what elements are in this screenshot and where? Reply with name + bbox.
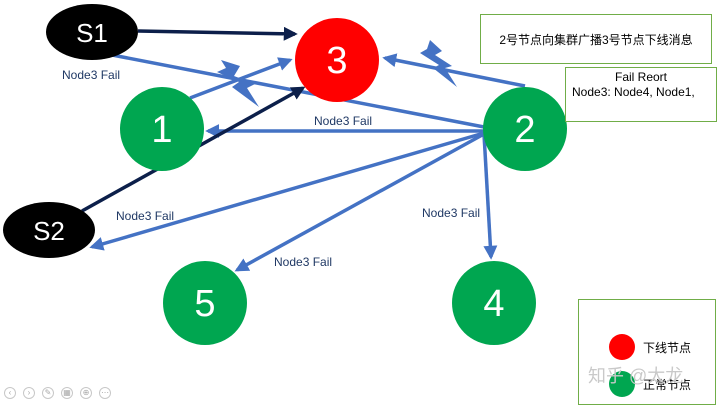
server-s1-shape xyxy=(46,4,138,60)
pen-tool-icon[interactable]: ✎ xyxy=(42,387,54,399)
node-3-circle xyxy=(295,18,379,102)
edge-label-to-n5: Node3 Fail xyxy=(274,255,332,269)
node-1[interactable]: 1 xyxy=(120,87,204,171)
node-5-label: 5 xyxy=(194,283,215,325)
node-4[interactable]: 4 xyxy=(452,261,536,345)
edge-n2-to-s1 xyxy=(73,43,485,129)
edge-n2-to-n3 xyxy=(382,53,526,88)
next-slide-icon[interactable]: › xyxy=(23,387,35,399)
server-s1-label: S1 xyxy=(76,18,108,48)
legend-label-offline: 下线节点 xyxy=(643,341,692,355)
legend: 下线节点 正常节点 xyxy=(578,299,716,405)
edge-n2-to-s2 xyxy=(89,131,485,251)
see-all-slides-icon[interactable]: ▦ xyxy=(61,387,73,399)
node-2-circle xyxy=(483,87,567,171)
normal-node-swatch-icon xyxy=(609,371,635,397)
server-s2-shape xyxy=(3,202,95,258)
edge-n2-to-n4 xyxy=(482,133,498,260)
edge-n2-to-n5 xyxy=(234,132,485,272)
node-2[interactable]: 2 xyxy=(483,87,567,171)
node-4-label: 4 xyxy=(483,283,504,325)
node-1-circle xyxy=(120,87,204,171)
node-3-label: 3 xyxy=(326,40,347,82)
server-s2-label: S2 xyxy=(33,216,65,246)
server-s1[interactable]: S1 xyxy=(46,4,138,60)
broadcast-note-box: 2号节点向集群广播3号节点下线消息 xyxy=(480,14,712,64)
zoom-icon[interactable]: ⊕ xyxy=(80,387,92,399)
edge-label-to-s1: Node3 Fail xyxy=(62,68,120,82)
legend-label-normal: 正常节点 xyxy=(643,378,692,392)
broadcast-note-text: 2号节点向集群广播3号节点下线消息 xyxy=(499,33,693,47)
offline-node-swatch-icon xyxy=(609,334,635,360)
fail-report-box: Fail Reort Node3: Node4, Node1, xyxy=(565,67,717,122)
lightning-icon xyxy=(420,40,457,87)
edge-label-to-n1: Node3 Fail xyxy=(314,114,372,128)
node-1-label: 1 xyxy=(151,109,172,151)
edge-label-to-s2: Node3 Fail xyxy=(116,209,174,223)
edge-label-to-n4: Node3 Fail xyxy=(422,206,480,220)
watermark: 知乎 @太龙 xyxy=(588,366,684,386)
broadcast-edges xyxy=(73,43,526,272)
node-4-circle xyxy=(452,261,536,345)
previous-slide-icon[interactable]: ‹ xyxy=(4,387,16,399)
lightning-icon xyxy=(217,60,259,107)
node-5[interactable]: 5 xyxy=(163,261,247,345)
edge-s1-to-n3 xyxy=(137,26,298,41)
server-s2[interactable]: S2 xyxy=(3,202,95,258)
node-3[interactable]: 3 xyxy=(295,18,379,102)
fail-report-text: Node3: Node4, Node1, xyxy=(572,85,695,99)
node-2-label: 2 xyxy=(514,109,535,151)
node-5-circle xyxy=(163,261,247,345)
fail-report-title: Fail Reort xyxy=(614,70,667,84)
more-options-icon[interactable]: ⋯ xyxy=(99,387,111,399)
